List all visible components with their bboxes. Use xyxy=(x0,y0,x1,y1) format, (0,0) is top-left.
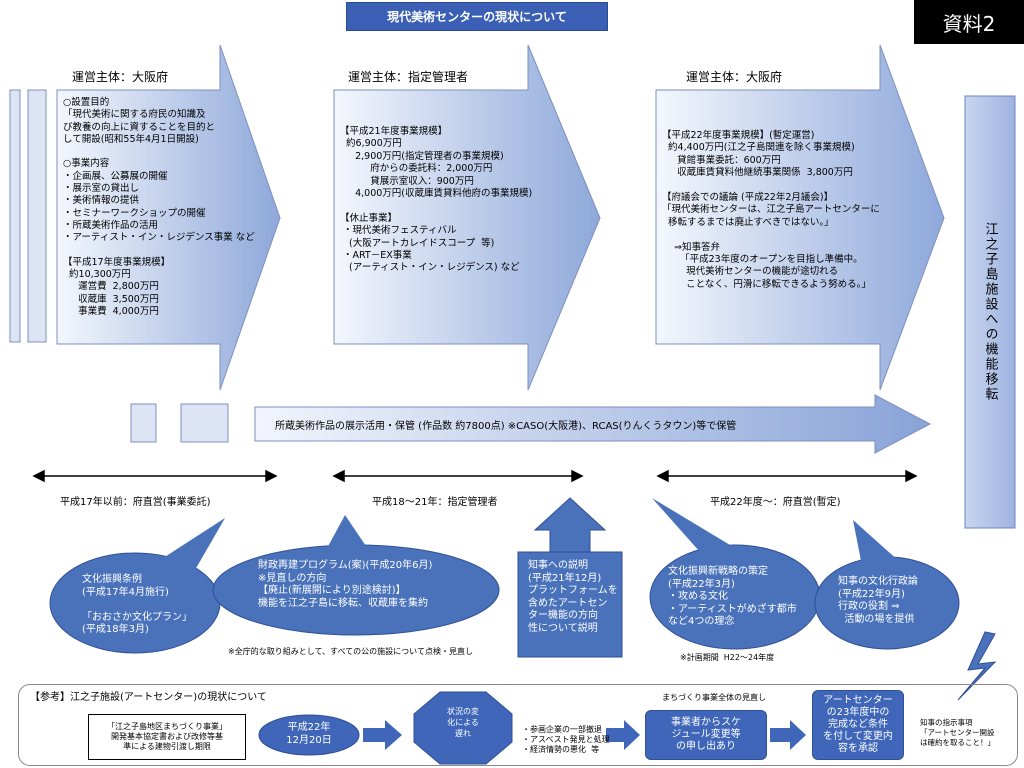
column1-body: ○設置目的 「現代美術に関する府民の知識及 び教養の向上に資することを目的と し… xyxy=(63,97,255,318)
approve-box: アートセンター の23年度中の 完成など条件 を付して変更内 容を承認 xyxy=(812,690,904,760)
right-vertical-bar xyxy=(964,95,1016,529)
column3-body: 【平成22年度事業規模】(暫定運営) 約4,400万円(江之子島関連を除く事業規… xyxy=(662,130,880,290)
small-square-1 xyxy=(130,403,157,443)
column2-arrow xyxy=(333,44,601,391)
right-vertical-label: 江之子島施設への機能移転 xyxy=(982,222,998,402)
bubble-1-text: 文化振興条例 (平成17年4月施行) 「おおさか文化プラン」 (平成18年3月) xyxy=(82,574,192,635)
reasons-text: ・参画企業の一部撤退 ・アスベスト発見と処理 ・経済情勢の悪化 等 xyxy=(522,725,610,754)
storage-arrow-label: 所蔵美術作品の展示活用・保管 (作品数 約7800点) ※CASO(大阪港)、R… xyxy=(275,421,737,432)
bubble-3-shape xyxy=(517,551,623,658)
arrow-ref-2 xyxy=(606,720,640,750)
timeline-arrow-3 xyxy=(656,469,918,483)
reference-frame xyxy=(18,684,1018,766)
date-text: 平成22年 12月20日 xyxy=(286,722,332,746)
small-square-2 xyxy=(180,403,229,443)
page-title: 現代美術センターの現状について xyxy=(346,2,608,31)
timeline-arrow-1 xyxy=(32,469,278,483)
review-label: まちづくり事業全体の見直し xyxy=(662,693,766,702)
date-ellipse xyxy=(258,714,360,756)
bubble-4-text: 文化振興新戦略の策定 (平成22年3月) ・攻める文化 ・アーティストがめざす都… xyxy=(668,566,797,627)
instruction-text: 知事の指示事項 「アートセンター開設 は確約を取ること！」 xyxy=(920,718,995,747)
storage-arrow xyxy=(254,394,932,454)
column2-head: 運営主体：指定管理者 xyxy=(348,70,469,84)
timeline-arrow-2 xyxy=(332,469,584,483)
period-2: 平成18～21年：指定管理者 xyxy=(372,497,498,508)
lightning-icon xyxy=(957,631,997,701)
column3-head: 運営主体：大阪府 xyxy=(686,70,783,84)
document-label: 資料2 xyxy=(914,0,1024,44)
reference-title: 【参考】江之子施設(アートセンター)の現状について xyxy=(30,692,267,703)
bubble-5-text: 知事の文化行政論 (平成22年9月) 行政の役割 ⇒ 活動の場を提供 xyxy=(838,576,918,625)
bubble-2-text: 財政再建プログラム(案)(平成20年6月) ※見直しの方向 【廃止(新展開により… xyxy=(258,560,433,609)
bubble-3-text: 知事への説明 (平成21年12月) プラットフォームを 含めたアートセン ター機… xyxy=(528,560,618,634)
delay-octagon xyxy=(413,691,513,765)
column1-head: 運営主体：大阪府 xyxy=(72,70,169,84)
note-2: ※計画期間 H22～24年度 xyxy=(680,653,775,662)
arrow-ref-3 xyxy=(770,720,806,750)
column3-arrow xyxy=(655,44,945,391)
period-1: 平成17年以前：府直営(事業委託) xyxy=(60,497,211,508)
column1-arrow xyxy=(56,44,281,391)
period-3: 平成22年度～：府直営(暫定) xyxy=(710,497,841,508)
left-bar-2 xyxy=(27,89,47,343)
schedule-box: 事業者からスケ ジュール変更等 の申し出あり xyxy=(645,710,767,760)
column2-body: 【平成21年度事業規模】 約6,900万円 2,900万円(指定管理者の事業規模… xyxy=(340,126,533,274)
note-1: ※全庁的な取り組みとして、すべての公の施設について点検・見直し xyxy=(228,647,473,656)
plan-box: 「江之子島地区まちづくり事業」 開発基本協定書および改修等基 準による建物引渡し… xyxy=(88,714,246,760)
up-arrow xyxy=(533,497,607,553)
left-bar-1 xyxy=(9,89,21,343)
delay-text: 状況の変 化による 遅れ xyxy=(447,707,479,738)
arrow-ref-1 xyxy=(363,720,402,750)
